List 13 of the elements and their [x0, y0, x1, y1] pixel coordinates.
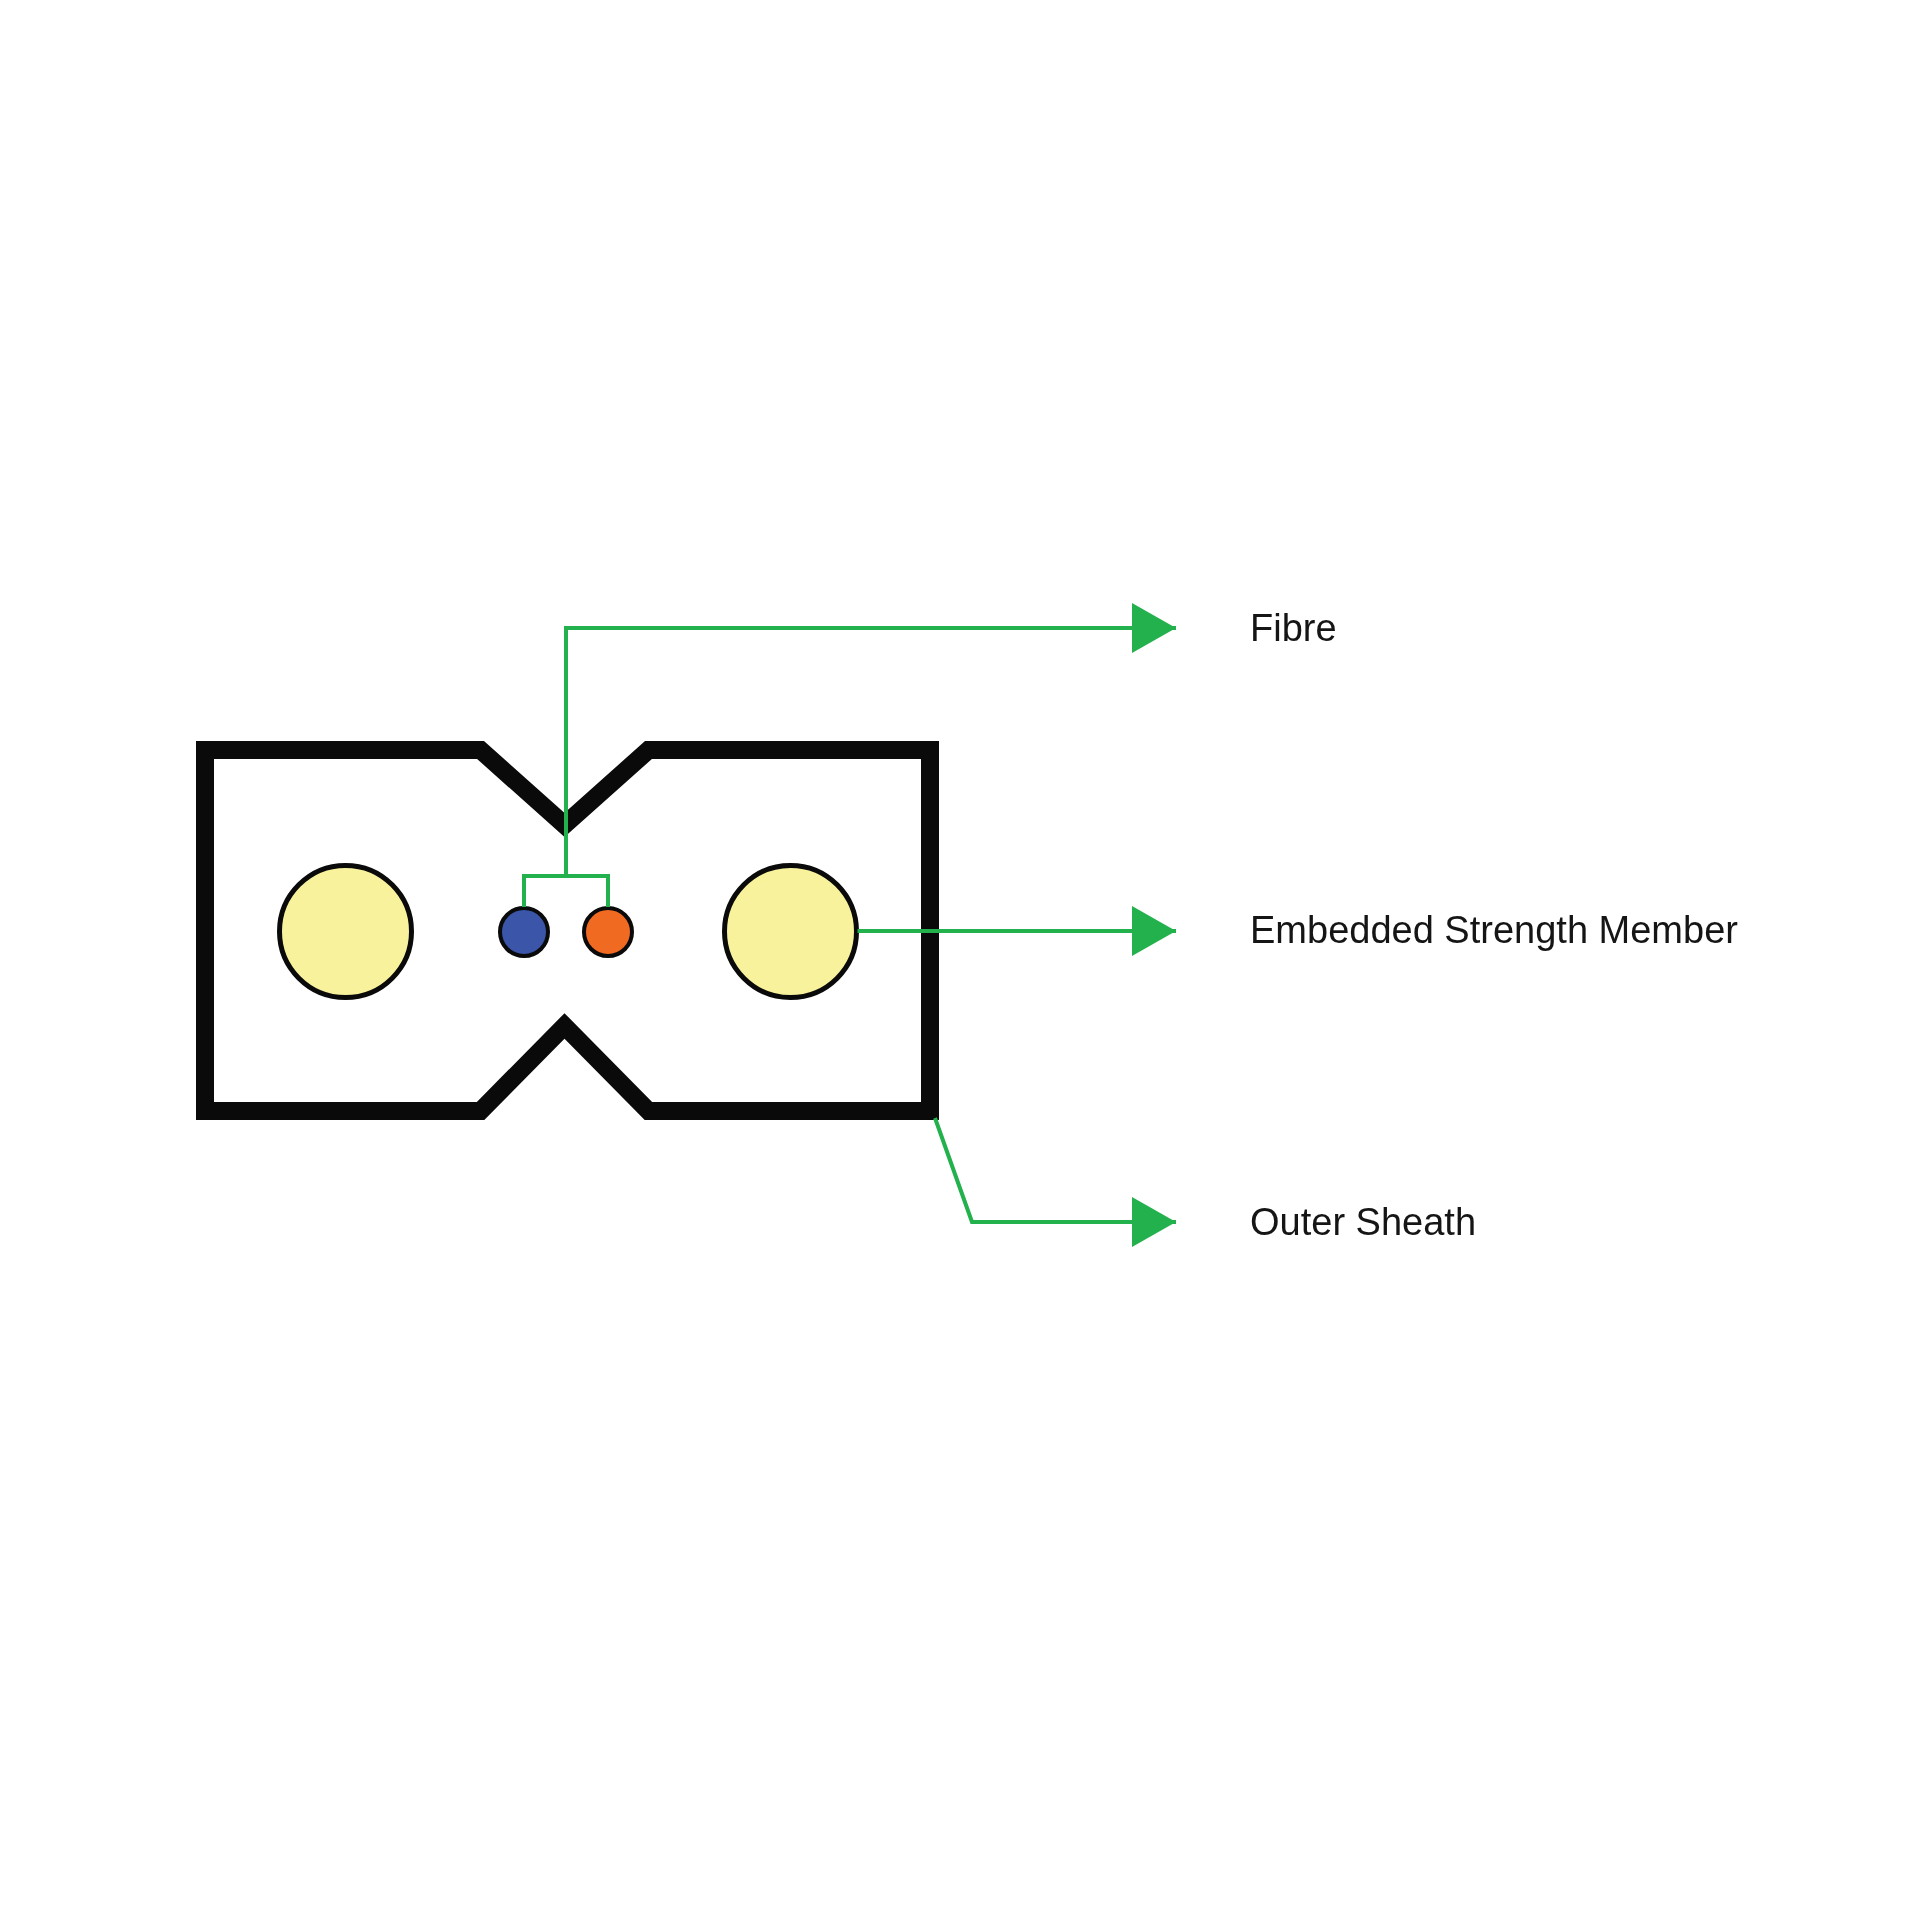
part-label: Outer Sheath — [1250, 1199, 1477, 1245]
leader-line — [566, 874, 610, 907]
strength-member — [721, 862, 859, 1000]
optical-fibre — [498, 906, 550, 958]
cable-sheath-outline — [196, 741, 939, 1120]
strength-member — [276, 862, 414, 1000]
part-label: Embedded Strength Member — [1250, 907, 1738, 953]
leader-arrow — [933, 1117, 1176, 1247]
leader-line — [522, 874, 566, 907]
leader-arrow — [564, 603, 1176, 878]
optical-fibre — [582, 906, 634, 958]
leader-arrow — [857, 906, 1176, 956]
part-label: Fibre — [1250, 605, 1337, 651]
